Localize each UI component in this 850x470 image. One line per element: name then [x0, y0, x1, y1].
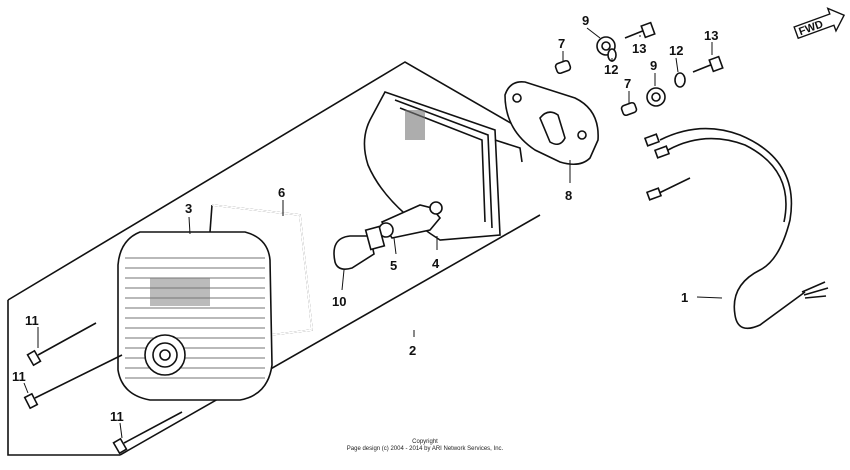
- callout-7-upper: 7: [558, 36, 565, 51]
- callout-12-lower: 12: [669, 43, 683, 58]
- grommet-part-9-lower: [646, 87, 666, 107]
- leader-lines: [23, 27, 723, 439]
- housing-part-4: [363, 91, 523, 241]
- callout-7-lower: 7: [624, 76, 631, 91]
- callout-5: 5: [390, 258, 397, 273]
- callout-13-upper: 13: [632, 41, 646, 56]
- screw-part-11-middle: [23, 354, 123, 410]
- callout-11-middle: 11: [12, 369, 26, 384]
- callout-8: 8: [565, 188, 572, 203]
- callout-11-upper: 11: [25, 313, 39, 328]
- callout-12-upper: 12: [604, 62, 618, 77]
- assembly-outline: [7, 61, 541, 456]
- gasket-part-6: [209, 204, 313, 336]
- screw-part-11-upper: [26, 322, 97, 367]
- callout-1: 1: [681, 290, 688, 305]
- copyright-line-1: Copyright: [412, 439, 438, 445]
- screw-part-11-lower: [112, 411, 183, 455]
- bulb-part-10: [333, 225, 386, 270]
- socket-part-5: [378, 201, 443, 239]
- base-plate-part-8: [504, 80, 599, 166]
- bolt-part-13-lower: [692, 55, 724, 73]
- callout-9-lower: 9: [650, 58, 657, 73]
- wire-harness-part-1: [643, 127, 829, 330]
- collar-part-7-upper: [554, 59, 572, 75]
- callout-11-lower: 11: [110, 409, 124, 424]
- copyright-line-2: Page design (c) 2004 - 2014 by ARI Netwo…: [346, 446, 504, 452]
- bolt-part-13-upper: [624, 21, 656, 39]
- callout-6: 6: [278, 185, 285, 200]
- callout-10: 10: [332, 294, 346, 309]
- callout-3: 3: [185, 201, 192, 216]
- forward-direction-arrow: FWD: [793, 7, 846, 40]
- washer-part-12-lower: [674, 72, 686, 88]
- callout-4: 4: [432, 256, 440, 271]
- callouts: 1 2 3 4 5 6 7 7 8 9 9 10 11 11 11 12 12 …: [12, 13, 718, 424]
- collar-part-7-lower: [620, 101, 638, 117]
- callout-9-upper: 9: [582, 13, 589, 28]
- fwd-label: FWD: [797, 18, 825, 38]
- callout-13-lower: 13: [704, 28, 718, 43]
- lens-part-3: [117, 231, 273, 401]
- callout-2: 2: [409, 343, 416, 358]
